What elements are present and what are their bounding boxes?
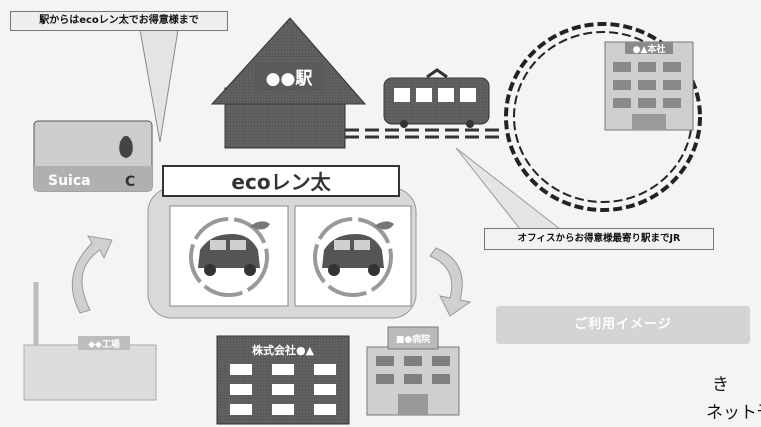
return-arrow-icon — [429, 247, 472, 317]
card-logo: C — [125, 174, 135, 190]
return-arrow-icon — [71, 235, 113, 314]
building-icon: 株式会社●▲ — [216, 335, 350, 425]
callout-right-pointer — [455, 147, 562, 230]
hospital-label: ■●病院 — [396, 333, 430, 345]
eco-car-icon — [313, 217, 394, 297]
building-icon: ◆◆工場 — [23, 282, 157, 401]
callout-right: オフィスからお得意様最寄り駅までJR — [484, 228, 714, 250]
station-label: ●●駅 — [266, 69, 314, 89]
building-icon: ■●病院 — [366, 326, 460, 416]
rental-station: ecoレン太 — [147, 165, 417, 319]
service-name: ecoレン太 — [231, 170, 331, 194]
station-icon: ●●駅 — [210, 17, 367, 149]
usage-image-caption: ご利用イメージ — [496, 306, 750, 344]
callout-top: 駅からはecoレン太でお得意様まで — [10, 11, 228, 31]
eco-car-icon — [189, 217, 270, 297]
factory-label: ◆◆工場 — [88, 338, 120, 350]
train-icon — [383, 68, 490, 128]
hq-label: ●▲本社 — [633, 43, 666, 55]
text-fragment: ネット予約 — [706, 403, 761, 423]
rail-loop — [504, 22, 702, 212]
card-label: Suica — [48, 173, 91, 189]
rail-track — [345, 128, 500, 139]
building-icon: ●▲本社 — [604, 41, 694, 131]
text-fragment: き — [712, 375, 729, 395]
ic-card-icon: Suica C — [33, 120, 153, 192]
company-label: 株式会社●▲ — [252, 343, 315, 357]
